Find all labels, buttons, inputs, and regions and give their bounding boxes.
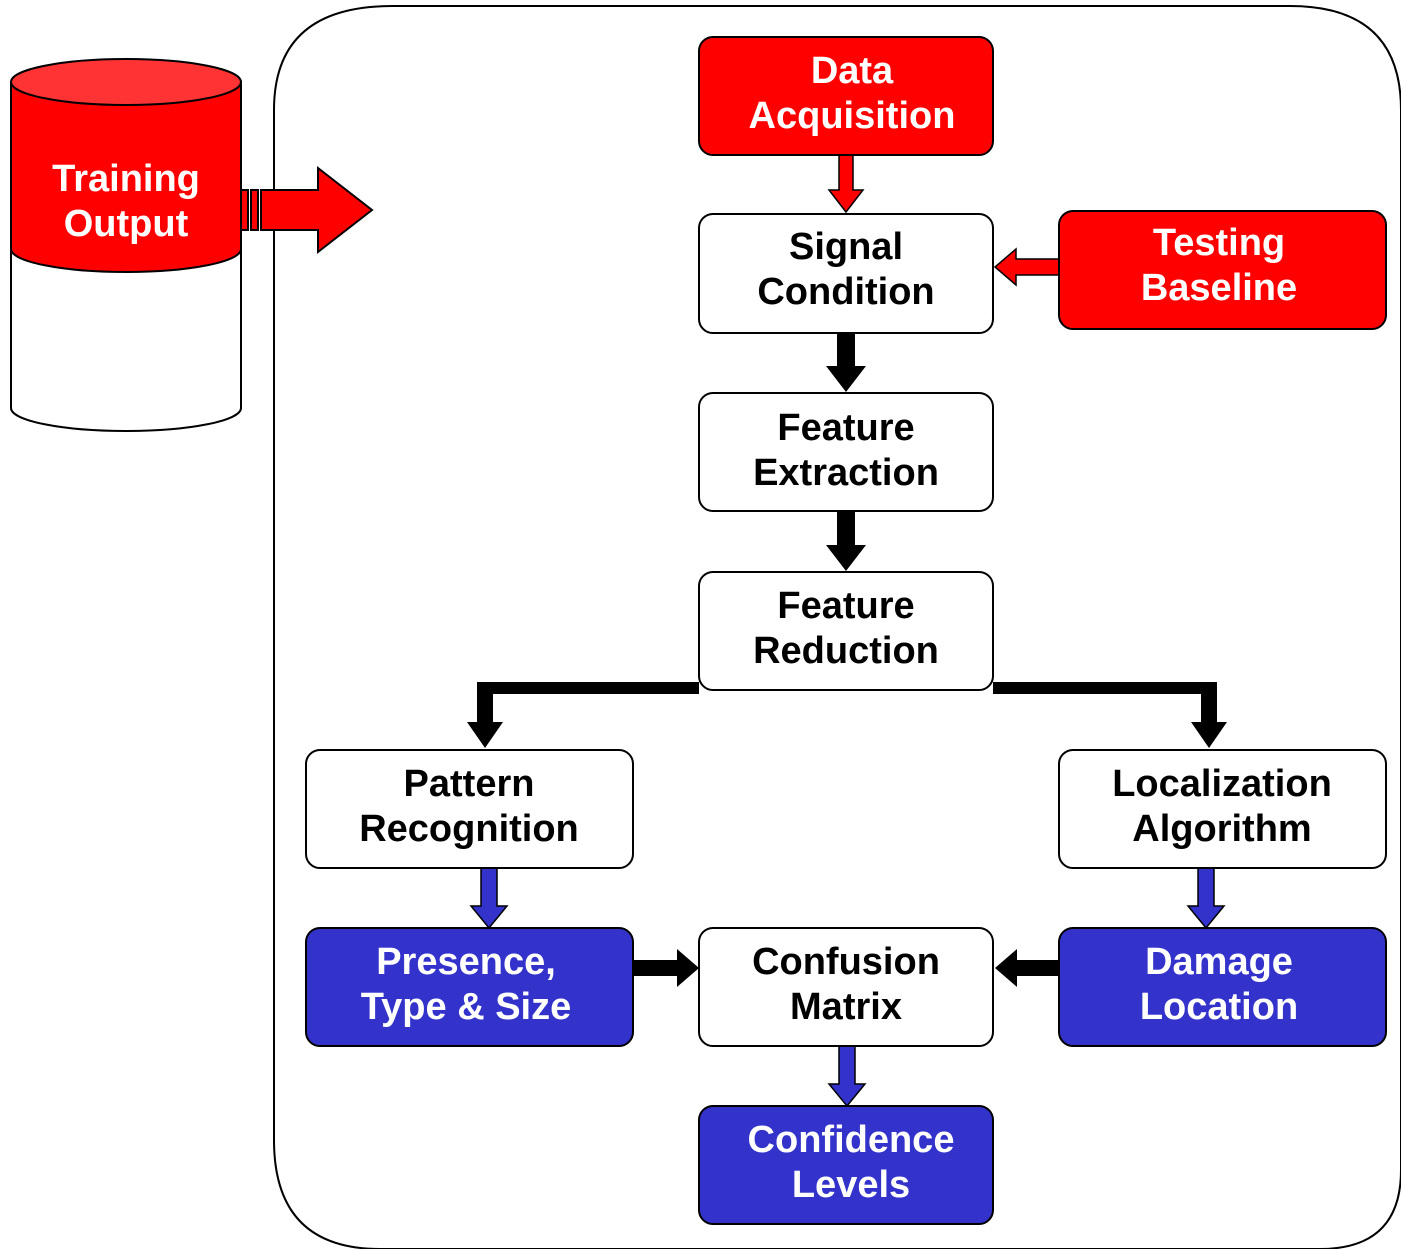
box-confidence-levels-line1: Confidence <box>748 1119 955 1161</box>
box-localization-algorithm-line1: Localization <box>1112 763 1332 805</box>
box-localization-algorithm-line2: Algorithm <box>1132 808 1311 850</box>
box-pattern-recognition-line1: Pattern <box>404 763 535 805</box>
box-presence-line2: Type & Size <box>361 986 571 1028</box>
box-signal-condition: Signal Condition <box>698 213 994 334</box>
cylinder-top <box>10 58 242 106</box>
box-confidence-levels-line2: Levels <box>792 1164 910 1206</box>
arrow-pattern-to-presence <box>469 867 509 930</box>
database-label-line1: Training <box>52 158 200 200</box>
cylinder-red-band <box>10 81 242 273</box>
box-localization-algorithm: Localization Algorithm <box>1058 749 1387 869</box>
database-label-line2: Output <box>64 203 189 245</box>
arrow-confusion-to-confidence <box>827 1045 867 1108</box>
box-confusion-matrix: Confusion Matrix <box>698 927 994 1047</box>
box-feature-reduction-line2: Reduction <box>753 630 939 672</box>
box-damage-location-line1: Damage <box>1145 941 1293 983</box>
arrow-localization-to-damage <box>1186 867 1226 930</box>
arrow-damage-to-confusion <box>995 949 1059 987</box>
box-confusion-matrix-line1: Confusion <box>752 941 940 983</box>
arrow-reduction-to-pattern <box>467 682 699 748</box>
arrow-extraction-to-reduction <box>826 511 866 571</box>
box-testing-baseline: Testing Baseline <box>1058 210 1387 330</box>
box-presence-type-size: Presence, Type & Size <box>305 927 634 1047</box>
arrow-baseline-to-signal <box>993 247 1060 287</box>
box-testing-baseline-line2: Baseline <box>1141 267 1297 309</box>
box-signal-condition-line2: Condition <box>757 271 934 313</box>
arrow-presence-to-confusion <box>633 949 699 987</box>
box-damage-location: Damage Location <box>1058 927 1387 1047</box>
box-confidence-levels: Confidence Levels <box>698 1105 994 1225</box>
database-output-arrow <box>240 165 374 255</box>
box-feature-extraction-line1: Feature <box>777 407 914 449</box>
box-confusion-matrix-line2: Matrix <box>790 986 902 1028</box>
box-pattern-recognition: Pattern Recognition <box>305 749 634 869</box>
box-signal-condition-line1: Signal <box>789 226 903 268</box>
box-feature-extraction: Feature Extraction <box>698 392 994 512</box>
box-pattern-recognition-line2: Recognition <box>359 808 579 850</box>
box-feature-extraction-line2: Extraction <box>753 452 939 494</box>
box-feature-reduction: Feature Reduction <box>698 571 994 691</box>
process-frame <box>273 5 1401 1249</box>
box-data-acquisition-line1: Data <box>811 50 894 92</box>
box-damage-location-line2: Location <box>1140 986 1298 1028</box>
arrow-reduction-to-localization <box>993 682 1227 748</box>
box-data-acquisition-line2: Acquisition <box>749 95 956 137</box>
box-testing-baseline-line1: Testing <box>1153 222 1285 264</box>
box-feature-reduction-line1: Feature <box>777 585 914 627</box>
box-data-acquisition: Data Acquisition <box>698 36 994 156</box>
arrow-acquisition-to-signal <box>827 154 865 214</box>
training-output-database: Training Output <box>10 58 242 432</box>
arrow-signal-to-extraction <box>826 333 866 392</box>
box-presence-line1: Presence, <box>376 941 556 983</box>
